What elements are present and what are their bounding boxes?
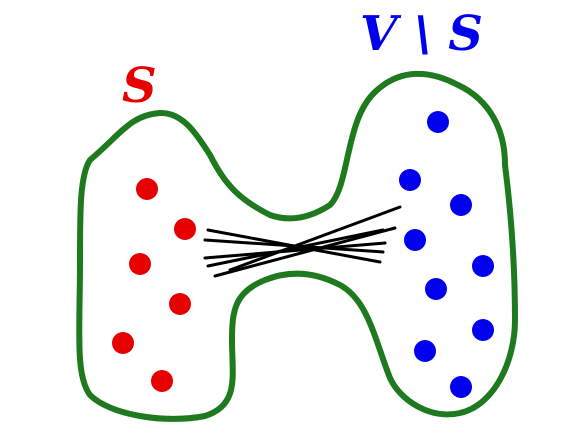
cut-edge <box>228 205 402 272</box>
set-complement-vertices <box>399 111 494 398</box>
cut-edge <box>213 226 397 278</box>
vertex-s <box>112 332 134 354</box>
vertex-complement <box>450 376 472 398</box>
set-s-vertices <box>112 178 196 392</box>
vertex-complement <box>399 169 421 191</box>
vertex-complement <box>425 278 447 300</box>
vertex-s <box>136 178 158 200</box>
set-s-label: S <box>122 58 157 114</box>
vertex-complement <box>427 111 449 133</box>
vertex-complement <box>472 255 494 277</box>
set-outline <box>76 70 518 422</box>
vertex-s <box>169 293 191 315</box>
vertex-s <box>129 253 151 275</box>
vertex-complement <box>472 319 494 341</box>
vertex-complement <box>450 194 472 216</box>
vertex-s <box>151 370 173 392</box>
cut-edge <box>206 228 385 268</box>
vertex-complement <box>404 229 426 251</box>
vertex-s <box>174 218 196 240</box>
set-complement-label: V \ S <box>360 6 483 62</box>
cut-edge <box>203 241 387 260</box>
vertex-complement <box>414 340 436 362</box>
cut-edges <box>203 205 402 278</box>
